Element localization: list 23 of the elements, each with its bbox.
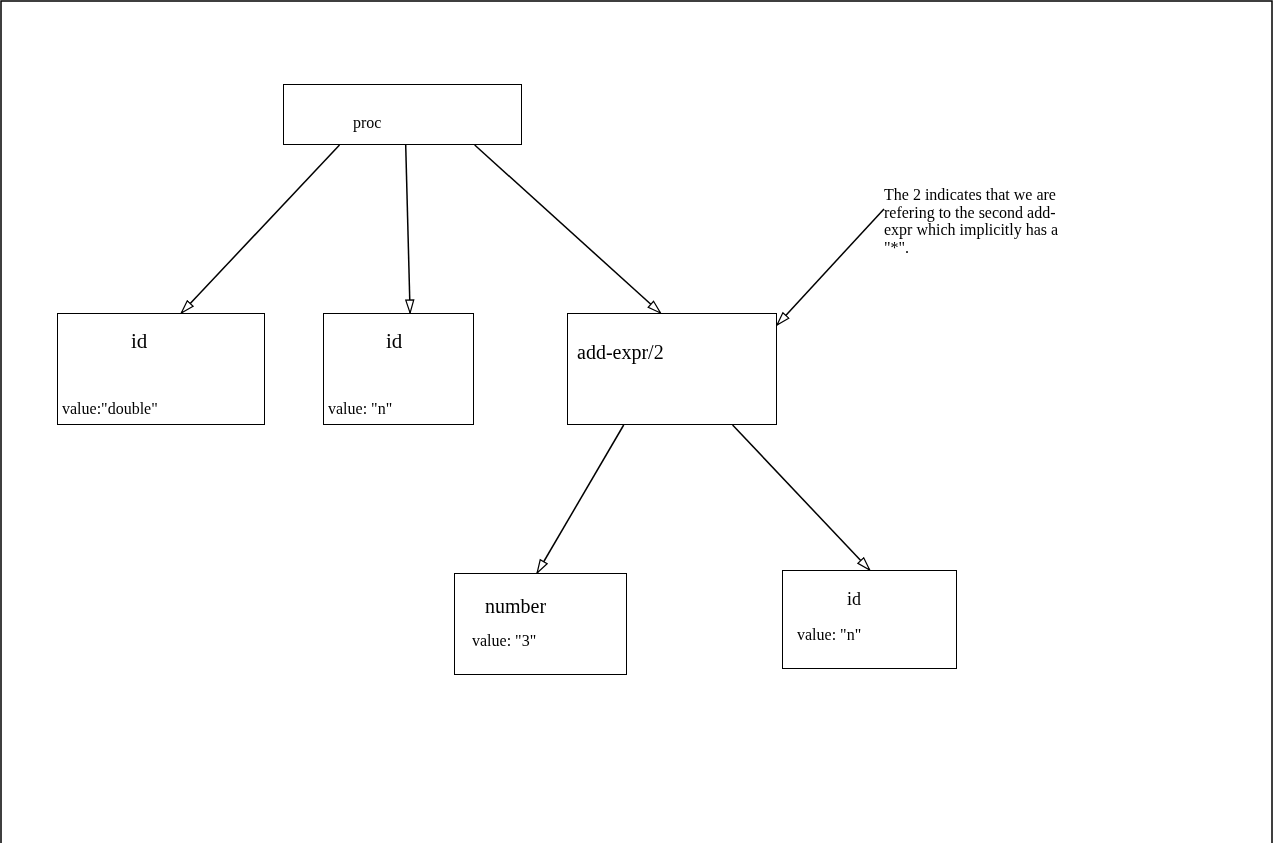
node-box <box>454 573 627 675</box>
arrow <box>404 144 415 314</box>
arrow <box>536 424 625 574</box>
arrow <box>180 144 341 314</box>
node-title: add-expr/2 <box>577 341 664 363</box>
arrow <box>473 144 662 314</box>
leader-arrow <box>776 208 885 326</box>
node-title: number <box>485 595 547 617</box>
node-title: id <box>386 330 403 354</box>
node-value: value: "3" <box>472 632 537 650</box>
node-box <box>57 313 265 425</box>
node-value: value:"double" <box>62 400 158 418</box>
process-box <box>283 84 522 145</box>
node-box <box>567 313 777 425</box>
note-text: The 2 indicates that we are refering to the second add-expr which implicitly has a "*". <box>884 186 1059 257</box>
node-title: id <box>131 330 148 354</box>
node-title: proc <box>353 114 382 132</box>
arrow <box>731 424 871 571</box>
node-box <box>782 570 957 669</box>
node-value: value: "n" <box>797 626 862 644</box>
node-value: value: "n" <box>328 400 393 418</box>
node-box <box>323 313 474 425</box>
node-title: id <box>847 590 861 610</box>
